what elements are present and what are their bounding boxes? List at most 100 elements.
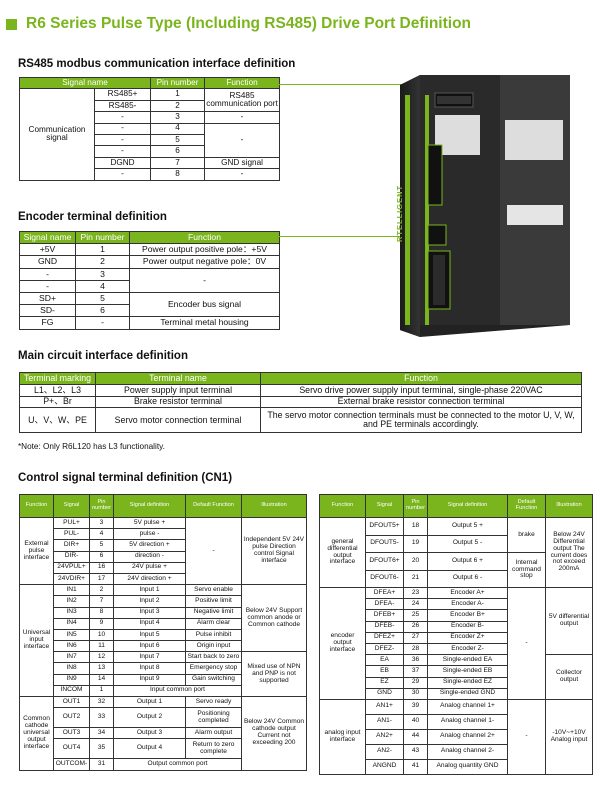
signal-cell: OUT3 (53, 727, 90, 740)
servo-drive-image (400, 75, 570, 337)
pin-cell: 1 (150, 88, 206, 101)
pin-cell: 5 (89, 539, 114, 552)
signal-cell: DFEZ+ (365, 631, 404, 644)
illustration-cell: Mixed use of NPN and PNP is not supporte… (241, 651, 307, 697)
pin-cell: 7 (150, 156, 206, 170)
signal-cell: OUT2 (53, 707, 90, 729)
table-header-row: Terminal marking Terminal name Function (19, 372, 582, 385)
definition-cell: 24V direction + (113, 572, 186, 586)
signal-cell: SD+ (19, 291, 76, 306)
signal-cell: DFEB+ (365, 609, 404, 622)
definition-cell: Output 5 + (427, 517, 508, 536)
function-cell: - (204, 168, 281, 181)
signal-cell: IN9 (53, 673, 90, 686)
definition-cell: Analog channel 2- (427, 743, 508, 760)
function-cell: Power output positive pole：+5V (129, 243, 280, 257)
function-cell: GND signal (204, 156, 281, 170)
pin-cell: 43 (403, 743, 428, 760)
signal-cell: SD- (19, 304, 76, 318)
pin-cell: 37 (403, 665, 428, 678)
signal-cell: AN2+ (365, 728, 404, 745)
pin-cell: 11 (89, 640, 114, 653)
col-header: Function (319, 494, 366, 518)
function-cell: - (204, 111, 281, 124)
signal-cell: DFOUT6- (365, 569, 404, 588)
illustration-cell: -10V~+10V Analog input (545, 698, 593, 775)
col-header: Signal (365, 494, 404, 518)
col-header: Signal name (18, 76, 152, 90)
col-header: Terminal marking (19, 372, 96, 385)
pin-cell: 3 (150, 111, 206, 124)
terminal-name-cell: Servo motor connection terminal (95, 407, 261, 434)
table-row: External pulse interface PUL+ 3 5V pulse… (19, 516, 307, 586)
signal-cell: DIR+ (53, 539, 90, 552)
encoder-callout-line (279, 236, 419, 237)
signal-cell: OUT1 (53, 695, 90, 709)
function-cell: - (129, 267, 280, 293)
col-header: Pin number (150, 76, 206, 90)
signal-cell: - (93, 145, 152, 158)
signal-cell: IN1 (53, 584, 90, 597)
default-cell: - (507, 587, 546, 700)
pin-cell: 41 (403, 758, 428, 775)
signal-cell: ANGND (365, 758, 404, 775)
signal-cell: GND (365, 687, 404, 700)
illustration-cell: Below 24V Support common anode or Common… (241, 584, 307, 653)
definition-cell: Output 5 - (427, 534, 508, 553)
definition-cell: Output 1 (113, 695, 186, 709)
pin-cell: 26 (403, 620, 428, 633)
definition-cell: Input common port (113, 684, 242, 698)
table-header-row: Signal name Pin number Function (19, 230, 280, 245)
pin-cell: 35 (89, 738, 114, 760)
definition-cell: Analog channel 1+ (427, 698, 508, 715)
col-header: Terminal name (95, 372, 261, 385)
table-row: Universal input interface IN1 2 Input 1 … (19, 584, 307, 697)
definition-cell: Input 1 (113, 584, 186, 597)
definition-cell: Single-ended EB (427, 665, 508, 678)
table-row: +5V 1 Power output positive pole：+5V (19, 243, 280, 257)
definition-cell: Input 2 (113, 595, 186, 608)
definition-cell: 5V direction + (113, 539, 186, 552)
cn1-left-table: Function Signal Pin number Signal defini… (19, 494, 307, 771)
col-header: Pin number (89, 494, 114, 518)
definition-cell: Encoder B+ (427, 609, 508, 622)
pin-cell: 3 (89, 516, 114, 530)
signal-cell: EB (365, 665, 404, 678)
pin-cell: 28 (403, 642, 428, 656)
terminal-name-cell: Power supply input terminal (95, 383, 261, 397)
signal-cell: - (19, 279, 76, 293)
pin-cell: 19 (403, 534, 428, 553)
pin-cell: 4 (75, 279, 130, 293)
definition-cell: Encoder A- (427, 598, 508, 611)
col-header: Default Function (185, 494, 242, 518)
table-row: U、V、W、PE Servo motor connection terminal… (19, 407, 582, 434)
signal-cell: PUL+ (53, 516, 90, 530)
signal-cell: AN1- (365, 713, 404, 730)
col-header: Signal name (19, 230, 76, 245)
definition-cell: Input 7 (113, 651, 186, 664)
table-row: general differential output interface DF… (319, 517, 593, 588)
default-cell: - (507, 698, 546, 775)
signal-cell: IN4 (53, 617, 90, 630)
default-cell: Return to zero complete (185, 738, 242, 760)
pin-cell: 30 (403, 687, 428, 700)
table-row: DGND 7 GND signal (20, 156, 281, 170)
pin-cell: 27 (403, 631, 428, 644)
col-header: Function (260, 372, 582, 385)
table-row: Communication signal RS485+ 1 RS485 comm… (19, 88, 281, 181)
signal-cell: FG (19, 316, 76, 330)
function-cell: External brake resistor connection termi… (260, 395, 582, 409)
signal-cell: IN5 (53, 628, 90, 642)
col-header: Function (129, 230, 280, 245)
signal-cell: 24VDIR+ (53, 572, 90, 586)
pin-cell: 40 (403, 713, 428, 730)
signal-cell: IN7 (53, 651, 90, 664)
col-header: Pin number (403, 494, 428, 518)
definition-cell: Input 8 (113, 662, 186, 675)
illustration-cell: Below 24V Differential output The curren… (545, 517, 593, 588)
signal-cell: DGND (93, 156, 152, 170)
col-header: Illustration (241, 494, 307, 518)
signal-cell: DFEA+ (365, 586, 404, 600)
